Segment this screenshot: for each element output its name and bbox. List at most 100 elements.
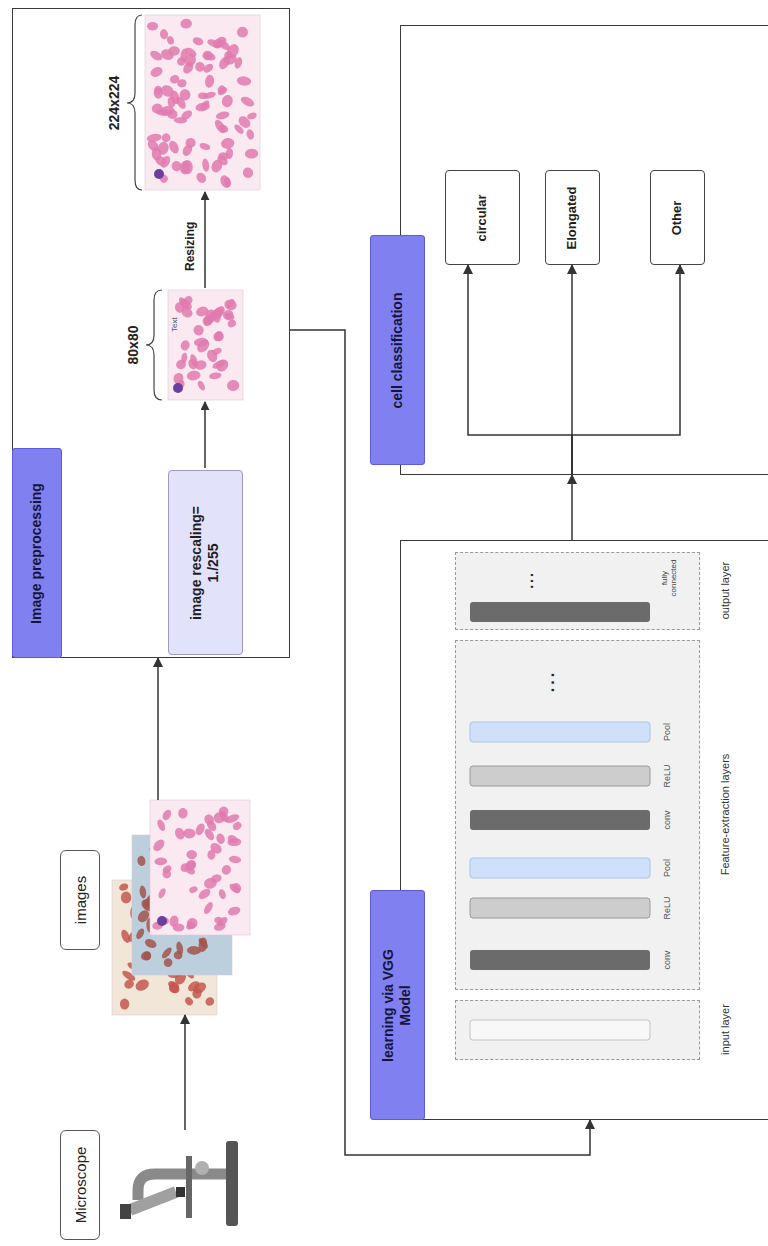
smear-image: [145, 15, 260, 190]
layer-group-fill: [455, 1000, 700, 1060]
dimension-brace: [146, 290, 162, 400]
blood-cell: [160, 132, 172, 144]
blood-cell: [188, 885, 198, 894]
blood-cell: [184, 996, 195, 1007]
layer-label: ReLU: [662, 756, 672, 796]
blood-cell: [233, 123, 245, 135]
text-holder: cell classification: [370, 236, 425, 466]
text-holder: fully connected: [660, 556, 678, 600]
text-holder: ReLU: [662, 888, 672, 928]
blood-cell: [121, 892, 131, 904]
blood-cell: [213, 118, 228, 135]
flow-connector: [468, 265, 572, 475]
blood-cell: [162, 956, 174, 968]
blood-cell: [233, 56, 243, 69]
blood-cell: [210, 873, 223, 884]
blood-cell: [161, 808, 173, 821]
text-holder: Image preprocessing: [12, 449, 62, 659]
microscope-tube: [130, 1192, 176, 1210]
blood-cell: [144, 951, 151, 960]
source-label: Microscope: [60, 1130, 100, 1240]
layer-label: ReLU: [662, 888, 672, 928]
text-holder: Microscope: [60, 1130, 100, 1240]
blood-cell: [167, 109, 178, 119]
blood-cell: [193, 324, 205, 336]
blood-cell: [199, 142, 212, 152]
class-label: circular: [474, 195, 490, 242]
blood-cell: [237, 26, 249, 38]
blood-cell: [120, 999, 129, 1010]
blood-cell: [215, 832, 226, 845]
text-holder: Pool: [662, 848, 672, 888]
blood-cell: [215, 110, 230, 121]
blood-cell: [216, 915, 229, 928]
blood-cell: [220, 94, 234, 109]
class-label: Other: [669, 201, 685, 236]
pool-bar: [470, 858, 650, 878]
blood-cell: [214, 357, 231, 374]
blood-cell: [185, 138, 196, 148]
blood-cell: [245, 128, 255, 140]
blood-cell: [230, 881, 243, 894]
images-label: images: [60, 850, 100, 950]
step-label: Resizing: [184, 222, 198, 271]
blood-cell: [135, 927, 146, 940]
blood-cell: [216, 84, 227, 95]
flow-connector: [571, 475, 573, 540]
dimension-label: 80x80: [125, 310, 141, 380]
text-holder: 224x224: [106, 63, 122, 143]
blood-cell: [149, 65, 164, 79]
ellipsis-mark: ...: [540, 656, 558, 706]
blood-cell: [183, 828, 196, 838]
group-caption: output layer: [719, 502, 731, 680]
ellipsis-mark: ...: [520, 560, 536, 600]
blood-cell: [151, 102, 164, 114]
blood-cell: [154, 857, 167, 865]
blood-cell: [140, 951, 152, 962]
blood-cell: [159, 28, 169, 39]
blood-cell: [202, 901, 214, 916]
blood-cell: [146, 133, 162, 143]
blood-cell: [161, 864, 172, 874]
layer-label: conv: [662, 800, 672, 840]
blood-cell: [186, 850, 197, 860]
blood-cell: [139, 885, 147, 899]
layer-group-fill: [455, 640, 700, 990]
fc-bar: [470, 602, 650, 622]
blood-cell: [187, 920, 198, 931]
blood-cell: [217, 54, 232, 71]
blood-cell: [213, 330, 225, 342]
blood-cell: [195, 305, 210, 318]
panel-tab: cell classification: [370, 236, 425, 466]
text-holder: ...: [540, 656, 558, 706]
dimension-brace: [127, 15, 142, 190]
input-bar: [470, 1020, 650, 1040]
blood-cell: [167, 980, 182, 995]
blood-cell: [227, 319, 238, 329]
blood-cell: [183, 52, 198, 68]
panel-tab: learning via VGG Model: [370, 891, 425, 1121]
blood-cell: [182, 294, 195, 307]
blood-cell: [204, 74, 215, 88]
blood-cell: [218, 174, 233, 190]
blood-cell: [191, 987, 203, 1000]
smear-images: [112, 15, 260, 1015]
text-holder: output layer: [719, 502, 731, 680]
blood-cell: [192, 36, 205, 46]
blood-cell: [173, 951, 183, 960]
stage-panel: learning via VGG Modelinput layerFeature…: [400, 540, 768, 1120]
flow-arrow: [204, 192, 206, 288]
blood-cell: [181, 352, 188, 363]
blood-cell: [204, 996, 216, 1008]
process-label: image rescaling= 1./255: [188, 496, 223, 631]
blood-cell: [215, 37, 231, 52]
text-holder: conv: [662, 940, 672, 980]
blood-cell: [221, 308, 235, 321]
blood-cell: [185, 916, 200, 931]
dimension-label: 224x224: [106, 63, 122, 143]
blood-cell: [226, 379, 240, 392]
class-box: Other: [650, 171, 705, 266]
blood-cell: [179, 339, 191, 352]
blood-cell: [207, 850, 215, 860]
